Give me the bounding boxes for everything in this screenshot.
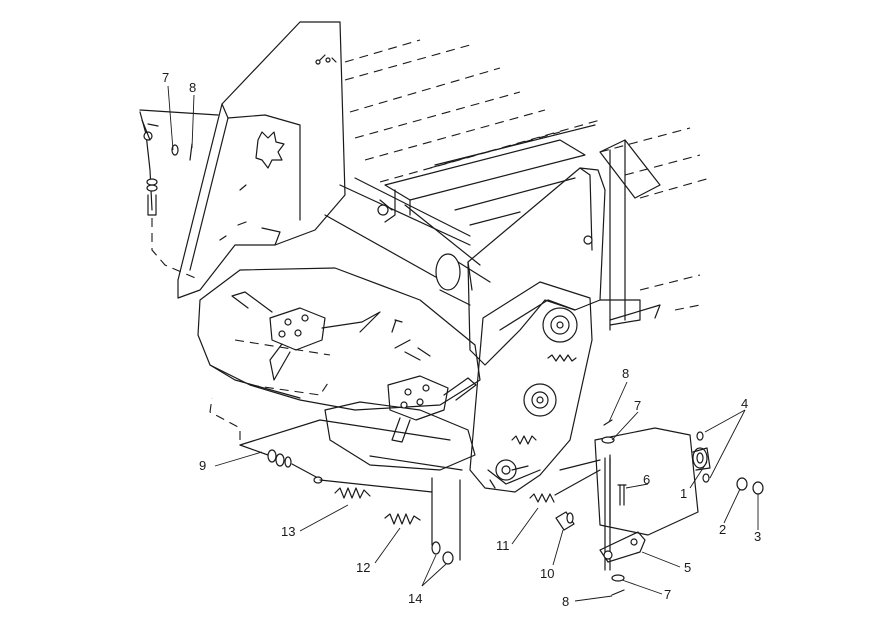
callout-6: 6 (643, 472, 650, 487)
callout-5: 5 (684, 560, 691, 575)
callout-8-right: 8 (622, 366, 629, 381)
callout-labels: 7 8 8 7 4 6 1 2 3 5 7 8 9 13 12 14 11 10 (162, 70, 761, 609)
callout-7-top: 7 (162, 70, 169, 85)
left-cutter-deck (197, 267, 481, 411)
callout-1: 1 (680, 486, 687, 501)
callout-8-bottom: 8 (562, 594, 569, 609)
callout-7-bottom: 7 (664, 587, 671, 602)
callout-12: 12 (356, 560, 370, 575)
frame-rails (344, 39, 711, 331)
callout-9: 9 (199, 458, 206, 473)
callout-2: 2 (719, 522, 726, 537)
callout-10: 10 (540, 566, 554, 581)
left-side-panel (177, 21, 346, 299)
callout-8-top: 8 (189, 80, 196, 95)
right-cutter-deck (324, 319, 477, 471)
leader-lines (167, 85, 759, 602)
left-cable-assembly (139, 109, 219, 281)
chain-case (469, 281, 593, 493)
callout-11: 11 (496, 538, 510, 553)
callout-7-right: 7 (634, 398, 641, 413)
center-roller (324, 177, 491, 306)
callout-3: 3 (754, 529, 761, 544)
right-side-panel (467, 167, 661, 366)
callout-14: 14 (408, 591, 422, 606)
right-bracket-assembly (529, 419, 764, 596)
callout-13: 13 (281, 524, 295, 539)
lower-cable-assembly (209, 397, 463, 565)
callout-4: 4 (741, 396, 748, 411)
